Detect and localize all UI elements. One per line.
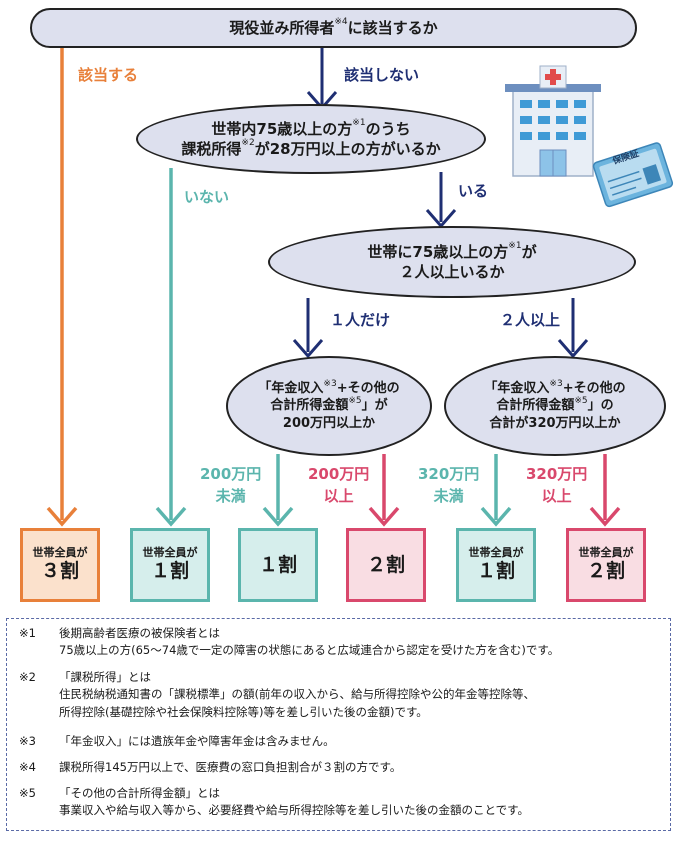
arrow-two-plus [557, 298, 589, 359]
insurance-card-icon [592, 142, 674, 208]
arrow-none [155, 168, 187, 527]
question-gendaku: 現役並み所得者※4に該当するか [30, 8, 637, 48]
footnote-2: ※2「課税所得」とは 住民税納税通知書の「課税標準」の額(前年の収入から、給与所… [19, 670, 535, 719]
question-taxable-income: 世帯内75歳以上の方※1のうち 課税所得※2が28万円以上の方がいるか [136, 104, 486, 174]
label-under200: 200万円未満 [200, 465, 262, 505]
label-two-plus: ２人以上 [500, 311, 561, 329]
label-over200: 200万円以上 [308, 465, 370, 505]
label-not-applies: 該当しない [344, 66, 420, 84]
footnote-3: ※3「年金収入」には遺族年金や障害年金は含みません。 [19, 734, 335, 748]
arrow-under200 [262, 454, 294, 527]
label-under320: 320万円未満 [418, 465, 480, 505]
question-income-200: 「年金収入※3+その他の 合計所得金額※5」が 200万円以上か [226, 356, 432, 456]
arrow-applies [46, 48, 78, 527]
arrow-over320 [589, 454, 621, 527]
question-income-320: 「年金収入※3+その他の 合計所得金額※5」の 合計が320万円以上か [444, 356, 666, 456]
arrow-exists [425, 172, 457, 229]
footnote-5: ※5「その他の合計所得金額」とは 事業収入や給与収入等から、必要経費や給与所得控… [19, 786, 529, 818]
arrow-one-only [292, 298, 324, 359]
result-1wari: １割 [238, 528, 318, 602]
question-two-or-more: 世帯に75歳以上の方※1が ２人以上いるか [268, 226, 636, 298]
label-over320: 320万円以上 [526, 465, 588, 505]
label-exists: いる [458, 182, 489, 200]
label-none: いない [184, 188, 230, 206]
arrow-over200 [368, 454, 400, 527]
result-2wari: ２割 [346, 528, 426, 602]
label-applies: 該当する [78, 66, 139, 84]
label-one-only: １人だけ [330, 311, 391, 329]
arrow-under320 [480, 454, 512, 527]
arrow-not-applies [306, 48, 338, 111]
hospital-icon [505, 65, 601, 177]
